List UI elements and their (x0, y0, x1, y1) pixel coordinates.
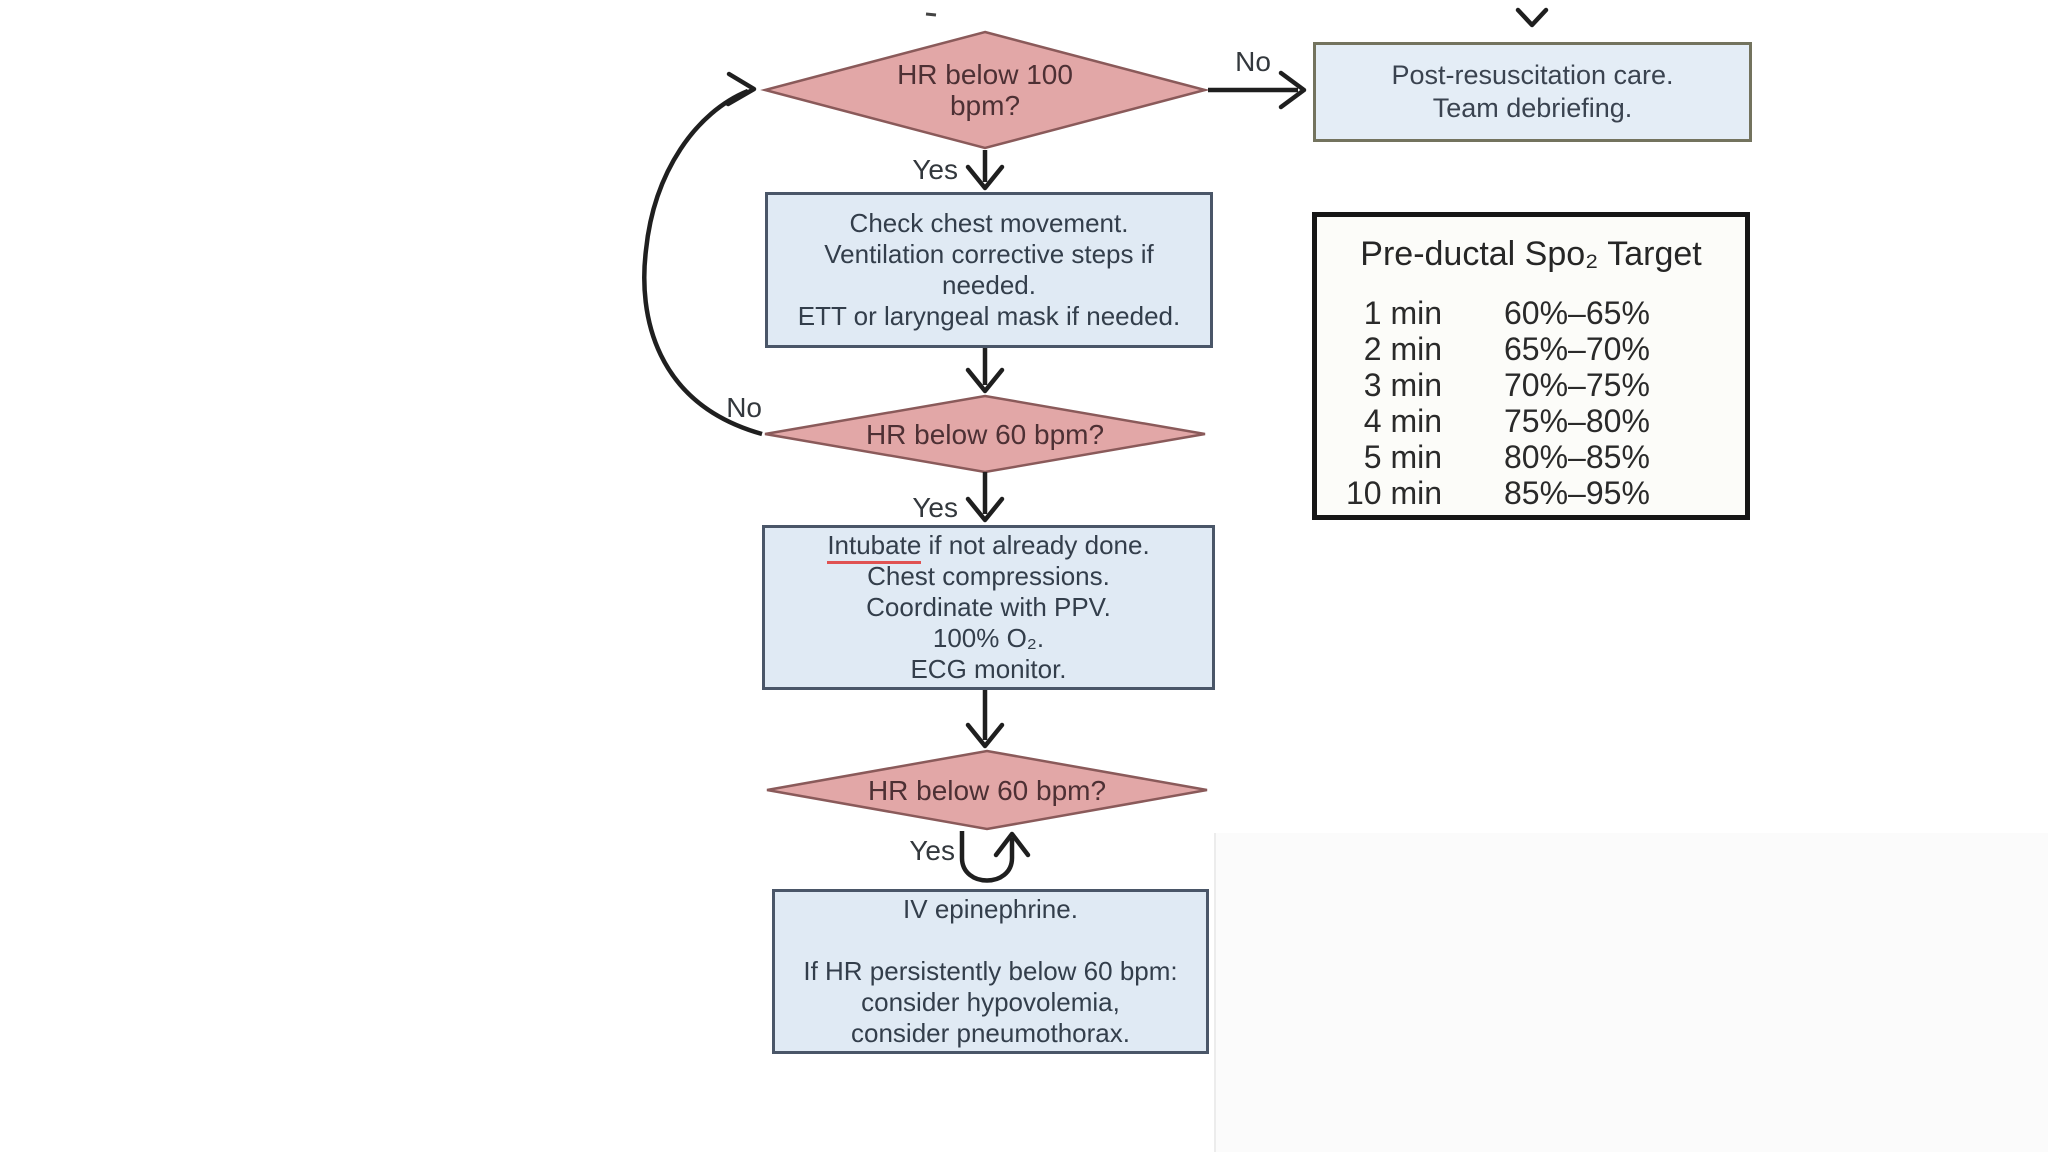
epinephrine-line4: consider hypovolemia, (861, 987, 1120, 1017)
row-range: 85%–95% (1504, 475, 1650, 511)
table-row: 1 min 60%–65% (1317, 295, 1745, 331)
row-time: 4 min (1363, 403, 1442, 439)
spo2-target-table: Pre-ductal Spo₂ Target 1 min 60%–65% 2 m… (1312, 212, 1750, 520)
arrowhead-up-icon (993, 831, 1031, 858)
post-box-line1: Post-resuscitation care. (1391, 60, 1674, 90)
spo2-table-title: Pre-ductal Spo₂ Target (1360, 235, 1702, 273)
diamond-hr60-first-label: HR below 60 bpm? (865, 419, 1105, 450)
epinephrine-box: IV epinephrine. If HR persistently below… (772, 889, 1209, 1054)
arrowhead-down-icon (965, 164, 1005, 191)
diamond-hr100-label: HR below 100 bpm? (825, 59, 1145, 121)
row-range: 65%–70% (1504, 331, 1650, 367)
ventilation-line1: Check chest movement. (849, 208, 1129, 238)
page-edge-shade (1216, 833, 2048, 1152)
table-row: 4 min 75%–80% (1317, 403, 1745, 439)
branch-label-yes: Yes (912, 154, 958, 185)
row-time: 5 min (1363, 439, 1442, 475)
arrowhead-down-icon (965, 722, 1005, 749)
loop-no-back-to-hr100 (642, 88, 763, 437)
spo2-table-rows: 1 min 60%–65% 2 min 65%–70% 3 min 70%–75… (1317, 295, 1745, 511)
branch-label-no: No (1235, 46, 1271, 77)
table-row: 5 min 80%–85% (1317, 439, 1745, 475)
epinephrine-line1: IV epinephrine. (903, 894, 1078, 924)
diamond-hr-below-100 (760, 30, 1210, 150)
diamond-hr60-second-label: HR below 60 bpm? (867, 775, 1107, 806)
row-range: 80%–85% (1504, 439, 1650, 475)
diamond-hr100-line2: bpm? (949, 90, 1021, 121)
compressions-line1-rest: if not already done. (921, 530, 1150, 560)
row-range: 70%–75% (1504, 367, 1650, 403)
arrowhead-right-icon (725, 71, 757, 107)
diamond-hr100-line1: HR below 100 (897, 59, 1073, 90)
diamond-hr-below-60-second (766, 749, 1208, 831)
ventilation-box: Check chest movement. Ventilation correc… (765, 192, 1213, 348)
loop-repeat-epinephrine (959, 831, 1015, 883)
row-range: 60%–65% (1504, 295, 1650, 331)
row-time: 1 min (1363, 295, 1442, 331)
compressions-line1: Intubate if not already done. (765, 530, 1212, 564)
table-row: 3 min 70%–75% (1317, 367, 1745, 403)
ventilation-line2: Ventilation corrective steps if (824, 239, 1154, 269)
post-resuscitation-box: Post-resuscitation care. Team debriefing… (1313, 42, 1752, 142)
ventilation-line3: needed. (942, 270, 1036, 300)
row-time: 2 min (1363, 331, 1442, 367)
row-range: 75%–80% (1504, 403, 1650, 439)
branch-label-yes-loop: Yes (909, 835, 955, 866)
arrowhead-down-into-post-box-icon (1515, 7, 1549, 28)
compressions-line2: Chest compressions. (867, 561, 1110, 591)
arrowhead-down-icon (965, 496, 1005, 523)
compressions-line5: ECG monitor. (910, 654, 1067, 684)
branch-label-no-loop: No (726, 392, 762, 423)
intubate-word-red-underline: Intubate (827, 530, 922, 564)
branch-label-yes-mid: Yes (912, 492, 958, 523)
epinephrine-line5: consider pneumothorax. (851, 1018, 1130, 1048)
post-box-line2: Team debriefing. (1432, 93, 1633, 123)
epinephrine-line2 (775, 925, 1206, 956)
compressions-line4: 100% O₂. (932, 623, 1045, 653)
compressions-line3: Coordinate with PPV. (866, 592, 1111, 622)
table-row: 2 min 65%–70% (1317, 331, 1745, 367)
row-time: 10 min (1345, 475, 1442, 511)
table-row: 10 min 85%–95% (1317, 475, 1745, 511)
ventilation-line4: ETT or laryngeal mask if needed. (797, 301, 1181, 331)
top-dash-mark (925, 12, 937, 17)
epinephrine-line3: If HR persistently below 60 bpm: (803, 956, 1178, 986)
row-time: 3 min (1363, 367, 1442, 403)
arrowhead-down-icon (965, 367, 1005, 394)
arrowhead-right-icon (1278, 70, 1307, 110)
compressions-box: Intubate if not already done. Chest comp… (762, 525, 1215, 690)
